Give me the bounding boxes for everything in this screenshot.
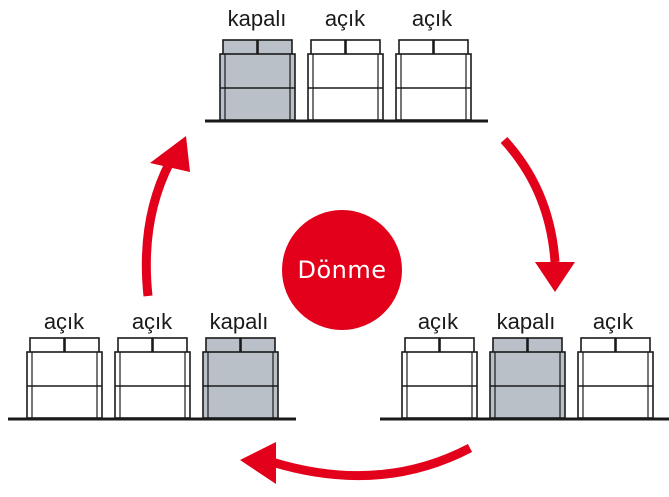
- unit-body: [219, 53, 296, 121]
- pillow-right: [439, 337, 475, 354]
- unit-body: [26, 351, 103, 419]
- unit-top-1-closed: [219, 39, 296, 121]
- unit-label-right-1: açık: [417, 309, 459, 334]
- pillow-right: [64, 337, 100, 354]
- pillow-right: [345, 39, 381, 56]
- unit-body: [489, 351, 566, 419]
- unit-label-left-3: kapalı: [209, 309, 269, 334]
- unit-label-left-2: açık: [131, 309, 173, 334]
- arrow-left-to-top: [141, 136, 190, 297]
- unit-body: [395, 53, 472, 121]
- unit-body: [401, 351, 478, 419]
- pillow-left: [310, 39, 346, 56]
- pillow-right: [527, 337, 563, 354]
- unit-left-2-open: [114, 337, 191, 419]
- pillow-right: [433, 39, 469, 56]
- unit-label-right-3: açık: [592, 309, 634, 334]
- unit-body: [577, 351, 654, 419]
- pillow-right: [615, 337, 651, 354]
- arrow-top-to-right-head: [535, 262, 575, 292]
- unit-label-top-1: kapalı: [227, 6, 287, 31]
- unit-left-3-closed: [202, 337, 279, 419]
- arrows-layer: [141, 136, 575, 484]
- unit-left-1-open: [26, 337, 103, 419]
- unit-body: [307, 53, 384, 121]
- arrow-right-to-left-shaft: [270, 444, 473, 481]
- unit-top-3-open: [395, 39, 472, 121]
- unit-right-1-open: [401, 337, 478, 419]
- center-circle: [282, 210, 402, 330]
- arrow-left-to-top-head: [150, 136, 190, 172]
- arrow-right-to-left: [240, 442, 473, 484]
- pillow-left: [222, 39, 258, 56]
- pillow-left: [205, 337, 241, 354]
- pillow-left: [117, 337, 153, 354]
- pillow-right: [152, 337, 188, 354]
- unit-label-top-3: açık: [411, 6, 453, 31]
- pillow-left: [580, 337, 616, 354]
- pillow-left: [398, 39, 434, 56]
- unit-label-right-2: kapalı: [496, 309, 556, 334]
- arrow-top-to-right-shaft: [500, 136, 560, 263]
- unit-group-left: [8, 337, 296, 421]
- pillow-left: [29, 337, 65, 354]
- arrow-left-to-top-shaft: [141, 159, 174, 297]
- pillow-left: [404, 337, 440, 354]
- unit-body: [202, 351, 279, 419]
- arrow-right-to-left-head: [240, 442, 276, 484]
- unit-right-3-open: [577, 337, 654, 419]
- unit-top-2-open: [307, 39, 384, 121]
- unit-right-2-closed: [489, 337, 566, 419]
- pillow-right: [240, 337, 276, 354]
- unit-label-top-2: açık: [324, 6, 366, 31]
- pillow-right: [257, 39, 293, 56]
- pillow-left: [492, 337, 528, 354]
- unit-body: [114, 351, 191, 419]
- arrow-top-to-right: [500, 136, 575, 292]
- unit-group-right: [380, 337, 669, 421]
- groups-layer: [8, 39, 669, 421]
- center-label: Dönme: [297, 256, 387, 284]
- unit-group-top: [205, 39, 488, 123]
- unit-label-left-1: açık: [43, 309, 85, 334]
